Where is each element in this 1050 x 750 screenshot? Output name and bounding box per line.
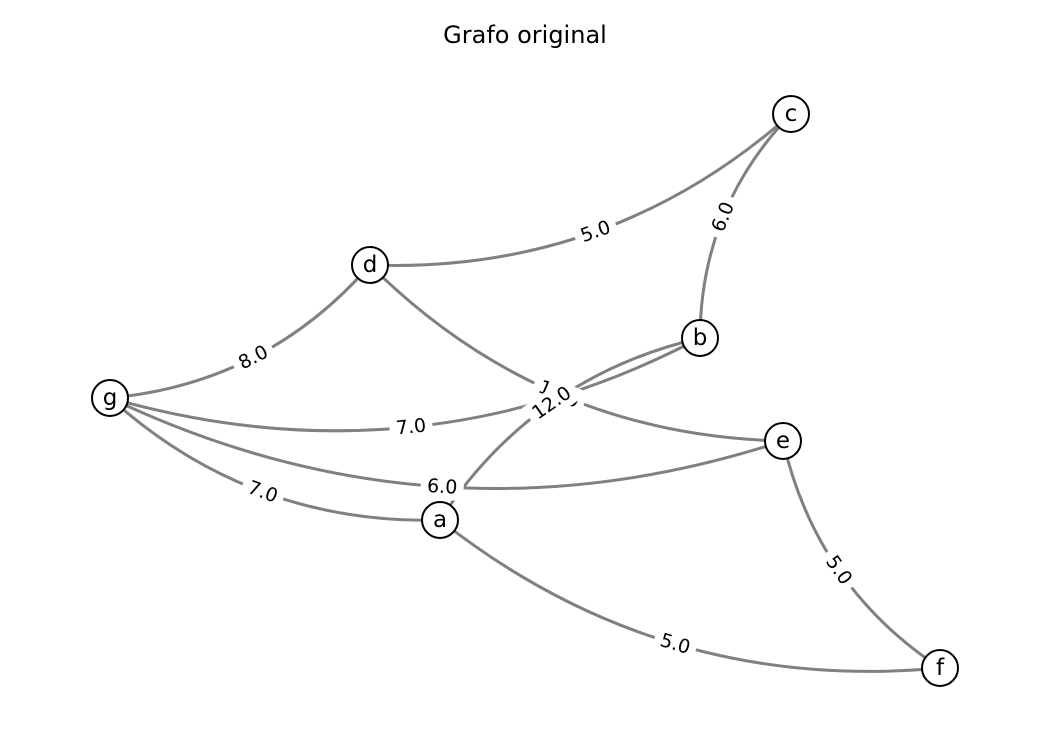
edge-label-c-b: 6.0	[702, 192, 744, 242]
edge-label-background	[815, 545, 862, 596]
node-label: a	[433, 507, 447, 533]
node-label: c	[785, 101, 798, 127]
edge-label-background	[570, 212, 621, 252]
node-f: f	[921, 649, 959, 687]
node-label: d	[363, 252, 378, 278]
edge-label-background	[650, 625, 700, 663]
node-circle	[764, 422, 802, 460]
node-label: b	[693, 325, 708, 351]
node-g: g	[91, 379, 129, 417]
node-layer: g d c b e a f	[91, 95, 959, 687]
node-circle	[681, 319, 719, 357]
node-label: f	[936, 655, 945, 681]
edge-weight-label: 7.0	[395, 415, 427, 440]
node-b: b	[681, 319, 719, 357]
node-e: e	[764, 422, 802, 460]
node-c: c	[772, 95, 810, 133]
edge-label-background	[419, 472, 465, 502]
node-circle	[421, 501, 459, 539]
edge-label-d-c: 5.0	[570, 212, 621, 252]
edge-label-background	[388, 411, 434, 443]
edge-b-a	[438, 336, 702, 522]
node-a: a	[421, 501, 459, 539]
edge-label-background	[702, 192, 744, 242]
edge-label-g-b: 7.0	[388, 411, 434, 443]
node-circle	[921, 649, 959, 687]
edge-label-g-d: 8.0	[228, 336, 279, 379]
graph-title: Grafo original	[443, 21, 607, 49]
edge-label-a-f: 5.0	[650, 625, 700, 663]
edge-label-background	[238, 472, 288, 512]
edge-e-f	[781, 439, 942, 670]
edge-label-g-a: 7.0	[238, 472, 288, 512]
edge-weight-label: 5.0	[658, 629, 693, 659]
node-d: d	[351, 246, 389, 284]
edge-label-e-f: 5.0	[815, 545, 862, 596]
edge-label-layer: 8.07.06.07.05.011.06.012.05.05.0	[228, 192, 862, 663]
edge-label-background	[228, 336, 279, 379]
edge-label-g-e: 6.0	[419, 472, 465, 502]
edge-label-background	[522, 376, 582, 430]
node-circle	[91, 379, 129, 417]
node-circle	[351, 246, 389, 284]
edge-weight-label: 6.0	[426, 475, 458, 499]
node-circle	[772, 95, 810, 133]
edge-layer	[108, 112, 942, 673]
node-label: e	[776, 428, 790, 454]
node-label: g	[103, 385, 118, 411]
